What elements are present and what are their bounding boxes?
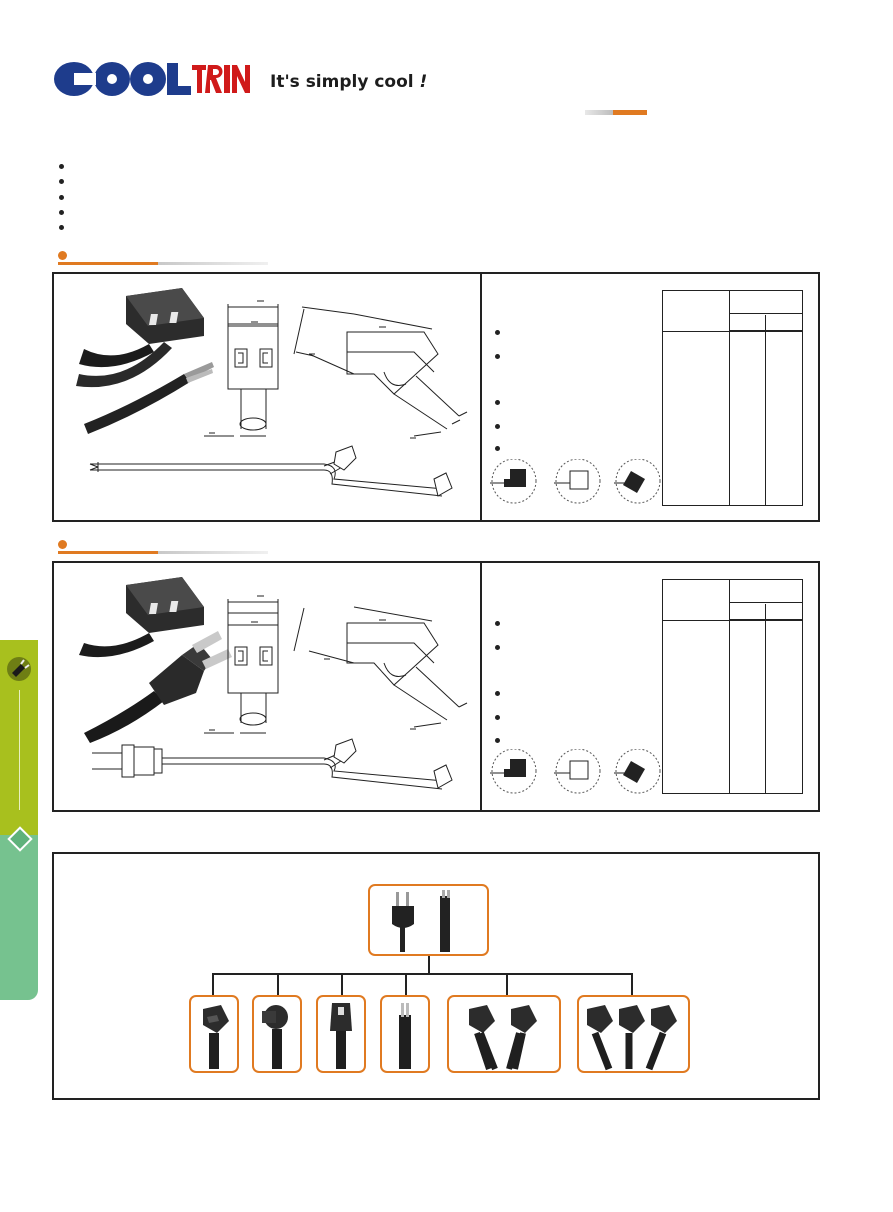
list-item: [58, 173, 458, 188]
connector-front-view-drawing: [204, 595, 279, 734]
intro-bullet-list: [58, 158, 458, 234]
list-item: [58, 158, 458, 173]
orange-dot-icon: [58, 251, 67, 260]
feature-bullet: [495, 330, 500, 335]
feature-bullet: [495, 621, 500, 626]
option-box-straight-socket: [316, 995, 366, 1073]
plug-orientation-icons-2: [490, 749, 661, 794]
spec-table-2: [662, 579, 803, 794]
plug-cord-length-drawing: [92, 738, 453, 790]
feature-bullet: [495, 354, 500, 359]
feature-bullet: [495, 691, 500, 696]
list-item: [58, 219, 458, 234]
bare-wire-cable-photo: [84, 362, 214, 434]
spec-table-1: [662, 290, 803, 506]
plug-orientation-icons-1: [490, 459, 661, 504]
option-box-triple-socket: [577, 995, 690, 1073]
side-tab-green: [0, 835, 38, 1000]
feature-bullet: [495, 424, 500, 429]
feature-bullet: [495, 738, 500, 743]
list-item: [58, 189, 458, 204]
tagline-text: It's simply cool: [270, 72, 414, 92]
side-tab-divider: [19, 690, 20, 810]
option-box-angled-socket: [189, 995, 239, 1073]
section-1-heading: [58, 251, 268, 265]
socket-connector-photo: [76, 288, 204, 388]
feature-bullet: [495, 446, 500, 451]
cord-photo-and-drawing-2: [79, 577, 468, 790]
socket-connector-photo: [79, 577, 204, 658]
us-plug-photo: [84, 631, 232, 743]
header-accent-bar: [585, 110, 647, 115]
feature-bullet: [495, 715, 500, 720]
cooltron-logo: [54, 62, 250, 96]
configuration-tree-panel: [52, 852, 820, 1100]
cord-length-drawing: [89, 445, 453, 497]
section-2-heading: [58, 540, 268, 554]
brand-tagline: It's simply cool !: [270, 72, 427, 92]
option-box-right-angle-socket: [252, 995, 302, 1073]
connector-front-view-drawing: [204, 300, 279, 437]
root-option-box: [368, 884, 489, 956]
list-item: [58, 204, 458, 219]
product-panel-1: [52, 272, 820, 522]
connector-side-view-drawing: [293, 306, 468, 439]
plug-and-wire-photo: [392, 890, 450, 952]
feature-bullet: [495, 400, 500, 405]
option-box-bare-wire: [380, 995, 430, 1073]
cord-photo-and-drawing-1: [76, 288, 468, 497]
feature-bullet: [495, 645, 500, 650]
product-panel-2: [52, 561, 820, 812]
power-plug-icon: [7, 657, 31, 681]
option-box-double-socket: [447, 995, 561, 1073]
tagline-mark: !: [419, 72, 428, 92]
orange-dot-icon: [58, 540, 67, 549]
connector-side-view-drawing: [293, 606, 468, 730]
